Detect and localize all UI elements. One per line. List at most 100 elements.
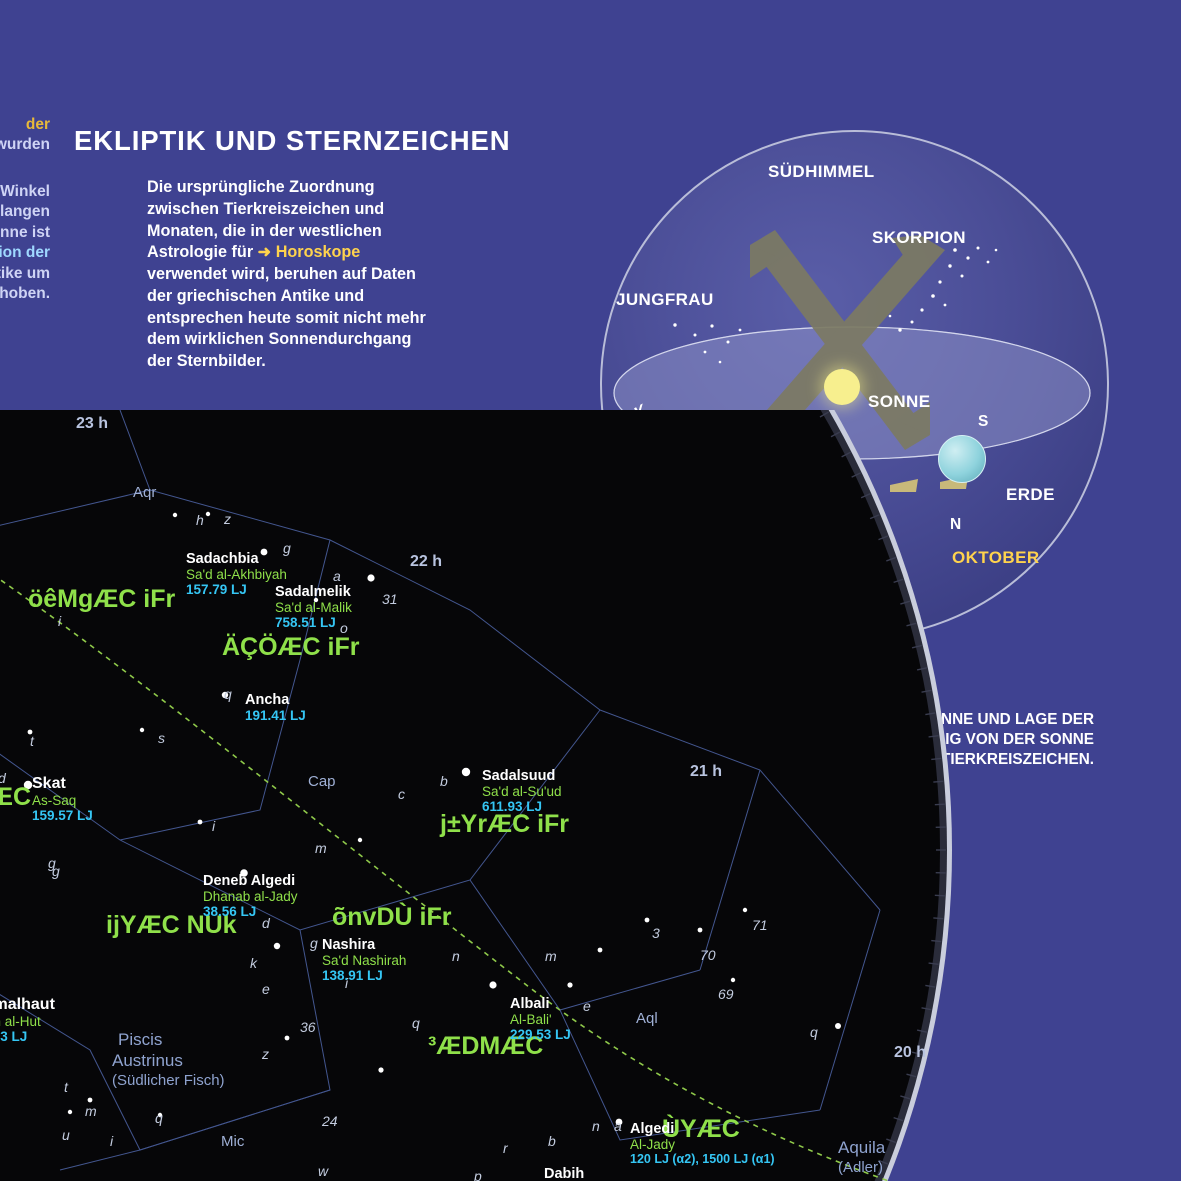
arrow-icon: ➜ — [257, 243, 276, 262]
star-arabic: Al-Bali' — [510, 1012, 552, 1027]
greek-designation: d — [0, 770, 6, 786]
greek-designation: i — [345, 975, 349, 991]
intro-paragraph: Die ursprüngliche Zuordnung zwischen Tie… — [147, 177, 432, 373]
greek-designation: 36 — [300, 1019, 316, 1035]
star-name: Skat — [32, 775, 66, 792]
greek-designation: g — [310, 935, 318, 951]
hour-label-20h: 20 h — [894, 1044, 927, 1061]
label-suedhimmel: SÜDHIMMEL — [768, 162, 875, 181]
greek-designation: h — [196, 512, 204, 528]
greek-designation: m — [85, 1103, 97, 1119]
horoskope-link[interactable]: Horoskope — [275, 243, 361, 262]
left-line-3: der Winkel — [0, 182, 50, 200]
greek-designation: e — [583, 998, 591, 1014]
greek-designation: g — [48, 855, 56, 871]
star-arabic: Al-Jady — [630, 1137, 676, 1152]
earth-oktober — [938, 435, 986, 483]
star-entry-fomalhaut: Fomalhaut Fum al-Hut 25.13 LJ — [0, 996, 55, 1044]
greek-designation: 70 — [700, 947, 716, 963]
greek-designation: b — [548, 1133, 556, 1149]
greek-designation: g — [52, 863, 60, 879]
star-entry-albali: Albali Al-Bali' 229.53 LJ — [510, 996, 571, 1042]
arabic-constellation-7: ÙYÆC — [662, 1115, 740, 1143]
arabic-constellation-4: õnvDÙ iFr — [332, 903, 452, 931]
arabic-constellation-2: ÄÇÖÆC iFr — [222, 633, 360, 661]
greek-designation: 69 — [718, 986, 734, 1002]
star-distance: 38.56 LJ — [203, 904, 257, 919]
constellation-name-adler: (Adler) — [838, 1159, 884, 1176]
star-distance: 758.51 LJ — [275, 615, 336, 630]
greek-designation: t — [30, 733, 34, 749]
hour-label-21h: 21 h — [690, 763, 723, 780]
greek-designation: n — [452, 948, 460, 964]
star-name: Sadachbia — [186, 551, 259, 567]
page-title: EKLIPTIK UND STERNZEICHEN — [74, 125, 511, 156]
greek-designation: i — [212, 818, 216, 834]
greek-designation: a — [333, 568, 341, 584]
star-arabic: Fum al-Hut — [0, 1014, 41, 1029]
constellation-name-piscis: Piscis — [118, 1030, 163, 1049]
label-oktober: OKTOBER — [952, 548, 1040, 567]
greek-designation: 3 — [652, 925, 660, 941]
greek-designation: s — [158, 730, 165, 746]
constellation-abbr-mic: Mic — [221, 1133, 245, 1150]
star-arabic: Sa'd al-Akhbiyah — [186, 567, 287, 582]
constellation-abbr-aqr: Aqr — [133, 484, 157, 501]
greek-designation: q — [224, 686, 232, 702]
label-sonne: SONNE — [868, 392, 931, 411]
greek-designation: m — [315, 840, 327, 856]
label-erde: ERDE — [1006, 485, 1055, 504]
star-entry-sadalmelik: Sadalmelik Sa'd al-Malik 758.51 LJ — [275, 584, 352, 630]
star-name: Deneb Algedi — [203, 873, 296, 889]
left-text-column: der wurden der Winkel in langen Sonne is… — [0, 115, 50, 305]
greek-designation: z — [262, 1046, 269, 1062]
arabic-constellation-6: ³ÆDMÆC — [428, 1032, 544, 1060]
star-name: Sadalmelik — [275, 584, 351, 600]
star-distance: 159.57 LJ — [32, 808, 93, 823]
greek-designation: k — [250, 955, 257, 971]
left-line-6: ssion der — [0, 244, 50, 262]
map-lines — [0, 410, 892, 1181]
star-distance: 191.41 LJ — [245, 708, 306, 723]
arabic-constellation-1: öêMgÆC iFr — [28, 585, 176, 613]
greek-designation: q — [155, 1110, 163, 1126]
arabic-constellation-5: ijYÆC NUk — [106, 911, 237, 939]
greek-designation: i — [58, 613, 62, 629]
left-line-1: der — [25, 116, 50, 133]
star-entry-sadachbia: Sadachbia Sa'd al-Akhbiyah 157.79 LJ — [186, 551, 287, 597]
constellation-name-suedlicher-fisch: (Südlicher Fisch) — [112, 1072, 225, 1089]
star-name: Albali — [510, 996, 550, 1012]
star-arabic: Dhanab al-Jady — [203, 889, 298, 904]
greek-designation: g — [283, 540, 291, 556]
map-ticks — [819, 411, 946, 1181]
greek-designation: p — [474, 1168, 482, 1181]
greek-designation: q — [412, 1015, 420, 1031]
map-sky-disc — [0, 410, 940, 1181]
star-name: Ancha — [245, 692, 290, 708]
left-line-7: Antike um — [0, 264, 50, 282]
constellation-abbr-aql: Aql — [636, 1010, 658, 1027]
star-arabic: Sa'd al-Malik — [275, 600, 352, 615]
intro-text-part1: Die ursprüngliche Zuordnung zwischen Tie… — [147, 178, 385, 262]
star-entry-sadalsuud: Sadalsuud Sa'd al-Su'ud 611.93 LJ — [482, 768, 561, 814]
greek-designation: 71 — [752, 917, 768, 933]
star-distance: 229.53 LJ — [510, 1027, 571, 1042]
star-distance: 611.93 LJ — [482, 799, 543, 814]
star-name: Dabih — [544, 1166, 585, 1181]
star-name: Nashira — [322, 937, 376, 953]
label-skorpion: SKORPION — [872, 228, 966, 247]
star-name: Fomalhaut — [0, 996, 55, 1013]
star-distance: 120 LJ (α2), 1500 LJ (α1) — [630, 1152, 775, 1166]
greek-designation: a — [614, 1118, 622, 1134]
greek-designation: 31 — [382, 591, 398, 607]
greek-designation: e — [262, 981, 270, 997]
constellation-abbr-cap: Cap — [308, 773, 336, 790]
label-pole-s-right: S — [978, 413, 989, 430]
star-distance: 25.13 LJ — [0, 1029, 28, 1044]
greek-designation: u — [62, 1127, 70, 1143]
greek-designation: d — [262, 915, 270, 931]
intro-text-part2: verwendet wird, beruhen auf Daten der gr… — [147, 265, 426, 371]
constellation-name-aquila: Aquila — [838, 1138, 886, 1157]
star-name: Sadalsuud — [482, 768, 556, 784]
